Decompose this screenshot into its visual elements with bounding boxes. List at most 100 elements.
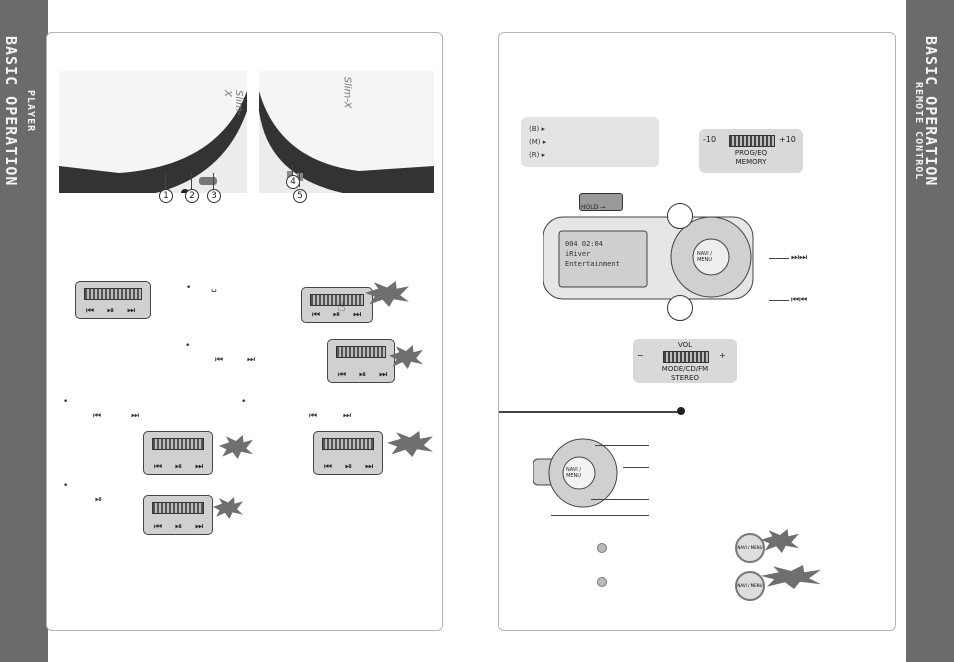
callout-5: 5 bbox=[293, 189, 307, 203]
callout-4: 4 bbox=[286, 175, 300, 189]
player-press-illustration: ⏮ ⏯ ⏭ bbox=[301, 287, 373, 323]
player-device: 004 02:04 iRiver Entertainment NAVI / ME… bbox=[542, 213, 769, 301]
jog-dial-icon bbox=[729, 135, 775, 147]
hold-label: HOLD → bbox=[581, 204, 606, 211]
button-row: ⏮ ⏯ ⏭ bbox=[324, 462, 379, 472]
button-row: ⏮ ⏯ ⏭ bbox=[154, 522, 209, 532]
navi-menu-label: NAVI / MENU bbox=[566, 467, 582, 479]
device-illustration bbox=[59, 71, 247, 199]
vol-minus: − bbox=[637, 351, 644, 360]
player-device-illustration bbox=[542, 216, 754, 300]
leader-line bbox=[591, 499, 649, 500]
sidebar-title: BASIC OPERATION bbox=[2, 36, 20, 187]
left-sidebar: BASIC OPERATION PLAYER bbox=[0, 0, 48, 662]
player-press-illustration: ⏮ ⏯ ⏭ bbox=[327, 339, 395, 383]
callout-line bbox=[299, 171, 300, 187]
callout-1: 1 bbox=[159, 189, 173, 203]
vol-plus: + bbox=[719, 351, 726, 360]
play-pause-icon: ⏯ bbox=[95, 495, 103, 505]
sidebar-title: BASIC OPERATION bbox=[922, 36, 940, 187]
callout-line bbox=[213, 173, 214, 191]
next-icon: ⏭ bbox=[247, 355, 256, 365]
prev-icon: ⏮ bbox=[215, 355, 224, 365]
vol-box: VOL − + MODE/CD/FM STEREO bbox=[633, 339, 737, 383]
jog-dial-illustration bbox=[532, 438, 618, 508]
player-press-illustration: ⏮ ⏯ ⏭ bbox=[143, 431, 213, 475]
divider-dot bbox=[677, 407, 685, 415]
right-sidebar: BASIC OPERATION REMOTE CONTROL bbox=[906, 0, 954, 662]
bullet-dot bbox=[597, 543, 607, 553]
display-bar bbox=[322, 438, 374, 450]
burst-icon bbox=[761, 565, 821, 589]
callout-line bbox=[191, 173, 192, 191]
bullet-icon: • bbox=[63, 397, 69, 407]
display-bar bbox=[336, 346, 386, 358]
player-buttons-illustration: ⏮ ⏯ ⏭ bbox=[75, 281, 151, 319]
button-row: ⏮ ⏯ ⏭ bbox=[86, 306, 141, 316]
mode-keys-box: (B) ▸ (M) ▸ (R) ▸ bbox=[521, 117, 659, 167]
player-panel: Slim-X Slim-X 1 2 3 4 5 ⏮ ⏯ ⏭ • ␣ ⏮ ⏯ ⏭ … bbox=[46, 32, 443, 631]
vol-caption: MODE/CD/FM STEREO bbox=[661, 365, 709, 382]
section-divider bbox=[499, 411, 681, 413]
volume-dial-icon bbox=[663, 351, 709, 363]
navi-menu-button[interactable]: NAVI / MENU bbox=[735, 533, 765, 563]
callout-3: 3 bbox=[207, 189, 221, 203]
player-press-illustration: ⏮ ⏯ ⏭ bbox=[143, 495, 213, 535]
display-bar bbox=[152, 438, 204, 450]
bullet-icon: • bbox=[241, 397, 247, 407]
prog-eq-caption: PROG/EQ MEMORY bbox=[734, 149, 768, 166]
jog-zoom-circle bbox=[667, 203, 693, 229]
display-bar bbox=[152, 502, 204, 514]
bullet-dot bbox=[597, 577, 607, 587]
prev-icon: ⏮ bbox=[309, 411, 318, 421]
remote-jog-illustration: NAVI / MENU bbox=[532, 433, 653, 513]
mode-key-b: (B) ▸ bbox=[529, 125, 546, 133]
callout-2: 2 bbox=[185, 189, 199, 203]
lcd-line-2: iRiver bbox=[565, 250, 591, 258]
remote-panel: (B) ▸ (M) ▸ (R) ▸ -10 +10 PROG/EQ MEMORY… bbox=[498, 32, 896, 631]
next-icon: ⏭⏭ bbox=[791, 253, 808, 263]
prog-eq-box: -10 +10 PROG/EQ MEMORY bbox=[699, 129, 803, 173]
navi-menu-button[interactable]: NAVI / MENU bbox=[735, 571, 765, 601]
device-logo: Slim-X bbox=[222, 90, 244, 116]
port-3 bbox=[199, 177, 217, 185]
sidebar-subtitle: REMOTE CONTROL bbox=[913, 82, 924, 181]
sidebar-subtitle: PLAYER bbox=[25, 90, 36, 133]
button-row: ⏮ ⏯ ⏭ bbox=[338, 370, 393, 380]
leader-line bbox=[623, 467, 649, 468]
prev-icon: ⏮⏮ bbox=[791, 295, 808, 305]
burst-icon bbox=[365, 281, 409, 307]
prev-icon: ⏮ bbox=[93, 411, 102, 421]
vol-title: VOL bbox=[677, 341, 693, 349]
player-photo-right: Slim-X bbox=[259, 71, 434, 196]
lcd-line-1: 004 02:04 bbox=[565, 240, 603, 248]
player-press-illustration: ⏮ ⏯ ⏭ bbox=[313, 431, 383, 475]
next-icon: ⏭ bbox=[131, 411, 140, 421]
scale-min: -10 bbox=[703, 135, 717, 144]
hand-icon: ☝ bbox=[337, 299, 346, 315]
callout-line bbox=[292, 165, 293, 177]
burst-icon bbox=[219, 435, 253, 459]
button-row: ⏮ ⏯ ⏭ bbox=[154, 462, 209, 472]
scale-max: +10 bbox=[779, 135, 796, 144]
leader-line bbox=[769, 300, 789, 301]
vol-zoom-circle bbox=[667, 295, 693, 321]
burst-icon bbox=[761, 529, 799, 553]
navi-menu-label: NAVI / MENU bbox=[697, 251, 713, 263]
button-row: ⏮ ⏯ ⏭ bbox=[312, 310, 367, 320]
next-icon: ⏭ bbox=[343, 411, 352, 421]
lcd-line-3: Entertainment bbox=[565, 260, 620, 268]
port-5 bbox=[297, 173, 303, 181]
player-photo-left: Slim-X bbox=[59, 71, 247, 199]
bullet-icon: • bbox=[185, 341, 191, 351]
bullet-icon: • bbox=[186, 283, 192, 293]
bullet-icon: • bbox=[63, 481, 69, 491]
display-bar bbox=[84, 288, 142, 300]
hold-switch[interactable] bbox=[579, 193, 623, 211]
display-bar bbox=[310, 294, 364, 306]
leader-line bbox=[551, 515, 649, 516]
burst-icon bbox=[387, 431, 433, 457]
device-logo: Slim-X bbox=[341, 76, 353, 109]
burst-icon bbox=[213, 497, 243, 519]
leader-line bbox=[769, 258, 789, 259]
